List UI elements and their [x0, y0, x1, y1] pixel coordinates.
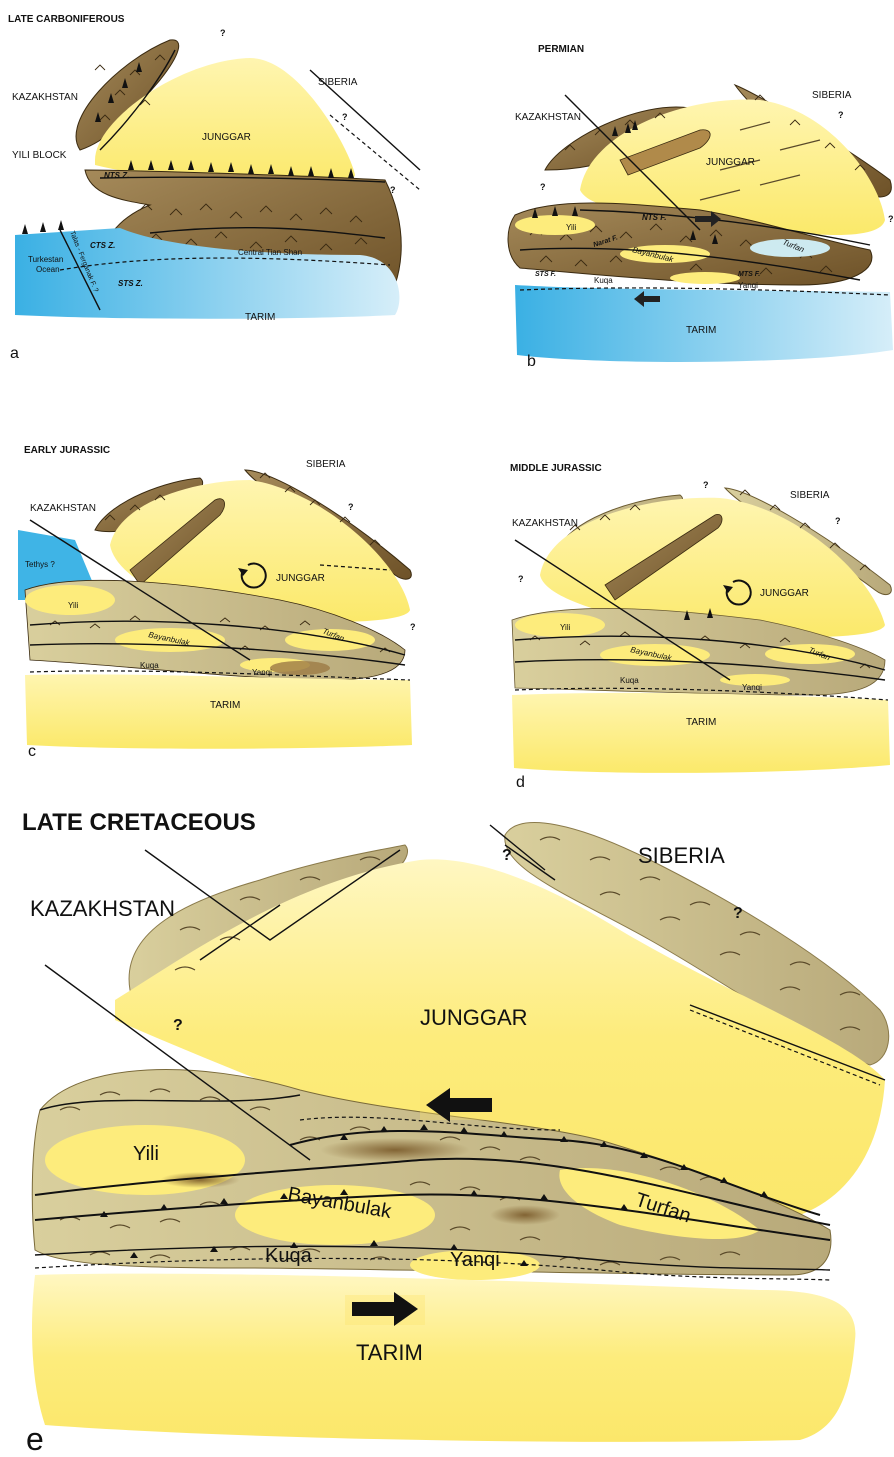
panel-b-sts-label: STS F.: [535, 271, 556, 278]
panel-a-question-mark: ?: [220, 28, 226, 38]
panel-c-tarim-label: TARIM: [210, 700, 240, 711]
svg-text:?: ?: [518, 574, 524, 584]
svg-text:?: ?: [838, 110, 844, 120]
svg-text:?: ?: [540, 182, 546, 192]
panel-e-kazakhstan-label: KAZAKHSTAN: [30, 896, 175, 921]
panel-a-central-tian-shan-label: Central Tian Shan: [238, 248, 302, 257]
panel-e-kuqa-label: Kuqa: [265, 1245, 313, 1267]
svg-text:?: ?: [835, 516, 841, 526]
svg-text:?: ?: [502, 847, 512, 864]
panel-c-kazakhstan-label: KAZAKHSTAN: [30, 503, 96, 514]
panel-e-question-mark: ?: [173, 1017, 183, 1034]
panel-b-yili-label: Yili: [566, 223, 577, 232]
panel-b-siberia-label: SIBERIA: [812, 90, 852, 101]
panel-a-title: LATE CARBONIFEROUS: [8, 14, 125, 25]
svg-text:?: ?: [342, 112, 348, 122]
panel-a-siberia-label: SIBERIA: [318, 77, 358, 88]
panel-b-mts-label: MTS F.: [738, 271, 760, 278]
panel-c-yanqi-label: Yanqi: [252, 668, 272, 677]
panel-d-yili-label: Yili: [560, 623, 571, 632]
panel-b-letter: b: [527, 353, 536, 370]
panel-a: LATE CARBONIFEROUS KAZAKHSTAN SIB: [8, 14, 420, 362]
svg-text:?: ?: [390, 185, 396, 195]
panel-a-turkestan-label: Turkestan: [28, 255, 63, 264]
panel-e-siberia-label: SIBERIA: [638, 843, 725, 868]
panel-b-title: PERMIAN: [538, 44, 584, 55]
panel-c-junggar-label: JUNGGAR: [276, 573, 325, 584]
svg-text:?: ?: [703, 480, 709, 490]
panel-c-title: EARLY JURASSIC: [24, 445, 110, 456]
panel-e-arrow-left-icon: [420, 1088, 500, 1122]
panel-a-ocean-label: Ocean: [36, 265, 60, 274]
panel-b-junggar-label: JUNGGAR: [706, 157, 755, 168]
panel-e-junggar-label: JUNGGAR: [420, 1005, 528, 1030]
panel-a-cts-label: CTS Z.: [90, 241, 115, 250]
panel-e: LATE CRETACEOUS: [22, 809, 889, 1457]
panel-e-tarim-block: [32, 1274, 855, 1442]
svg-text:?: ?: [888, 214, 894, 224]
panel-b-kazakhstan-label: KAZAKHSTAN: [515, 112, 581, 123]
panel-c-siberia-label: SIBERIA: [306, 459, 346, 470]
panel-d-letter: d: [516, 774, 525, 791]
panel-a-letter: a: [10, 345, 19, 362]
panel-c-kuqa-label: Kuqa: [140, 661, 159, 670]
svg-text:?: ?: [733, 905, 743, 922]
panel-a-nts-label: NTS Z.: [104, 171, 129, 180]
panel-a-yili-block-label: YILI BLOCK: [12, 150, 67, 161]
panel-e-tarim-label: TARIM: [356, 1340, 423, 1365]
panel-d-yanqi-label: Yanqi: [742, 683, 762, 692]
panel-d-kuqa-label: Kuqa: [620, 676, 639, 685]
panel-e-arrow-right-icon: [345, 1292, 425, 1326]
panel-e-yanqi-label: Yanqi: [450, 1249, 500, 1271]
panel-d-junggar-label: JUNGGAR: [760, 588, 809, 599]
panel-d-siberia-label: SIBERIA: [790, 490, 830, 501]
panel-c-yili-label: Yili: [68, 601, 79, 610]
panel-c-letter: c: [28, 743, 36, 760]
panel-b-nts-label: NTS F.: [642, 213, 666, 222]
panel-c: EARLY JURASSIC KAZAKHSTAN SIBERIA JUNGGA…: [18, 445, 416, 760]
svg-text:?: ?: [410, 622, 416, 632]
panel-d-tarim-label: TARIM: [686, 717, 716, 728]
panel-b-tarim-label: TARIM: [686, 325, 716, 336]
panel-e-title: LATE CRETACEOUS: [22, 809, 256, 836]
panel-b-kuqa-label: Kuqa: [594, 276, 613, 285]
panel-d: MIDDLE JURASSIC KAZAKHSTAN SIBERIA JUNGG…: [510, 463, 891, 791]
panel-e-letter: e: [26, 1421, 44, 1457]
panel-d-title: MIDDLE JURASSIC: [510, 463, 602, 474]
panel-a-tarim-label: TARIM: [245, 312, 275, 323]
panel-a-sts-label: STS Z.: [118, 279, 143, 288]
panel-b: PERMIAN KAZAKHSTAN SIBERIA JUNGGAR Yili …: [508, 44, 893, 370]
panel-a-junggar-label: JUNGGAR: [202, 132, 251, 143]
panel-a-kazakhstan-label: KAZAKHSTAN: [12, 92, 78, 103]
panel-c-tethys-label: Tethys ?: [25, 560, 55, 569]
panel-b-yanqi-label: Yanqi: [738, 281, 758, 290]
panel-e-yili-label: Yili: [133, 1143, 159, 1165]
panel-d-kazakhstan-label: KAZAKHSTAN: [512, 518, 578, 529]
tarim-ocean-block: [515, 285, 893, 362]
svg-text:?: ?: [348, 502, 354, 512]
